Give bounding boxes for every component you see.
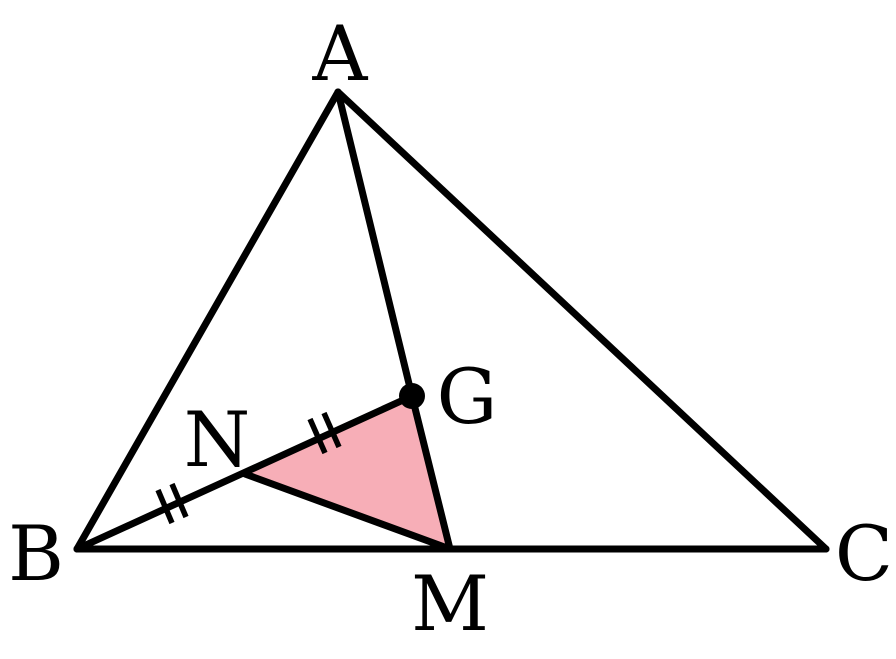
- side-ac: [334, 88, 830, 553]
- segment-nm: [241, 470, 454, 553]
- side-ab: [73, 88, 342, 553]
- label-a: A: [312, 9, 369, 98]
- label-c: C: [835, 509, 893, 598]
- tick-ng-2: [321, 411, 342, 449]
- tick-marks-ng: [307, 411, 342, 455]
- tick-ng-1: [307, 417, 328, 455]
- label-m: M: [411, 559, 489, 648]
- segment-gm: [408, 392, 454, 553]
- tick-marks-bn: [155, 482, 189, 525]
- label-g: G: [437, 352, 498, 441]
- shaded-triangle-ngm: [245, 396, 450, 549]
- point-g-dot: [399, 383, 425, 409]
- label-n: N: [184, 395, 251, 484]
- segment-ag: [334, 88, 416, 400]
- label-b: B: [8, 509, 64, 598]
- tick-bn-1: [155, 488, 175, 525]
- tick-bn-2: [169, 482, 189, 519]
